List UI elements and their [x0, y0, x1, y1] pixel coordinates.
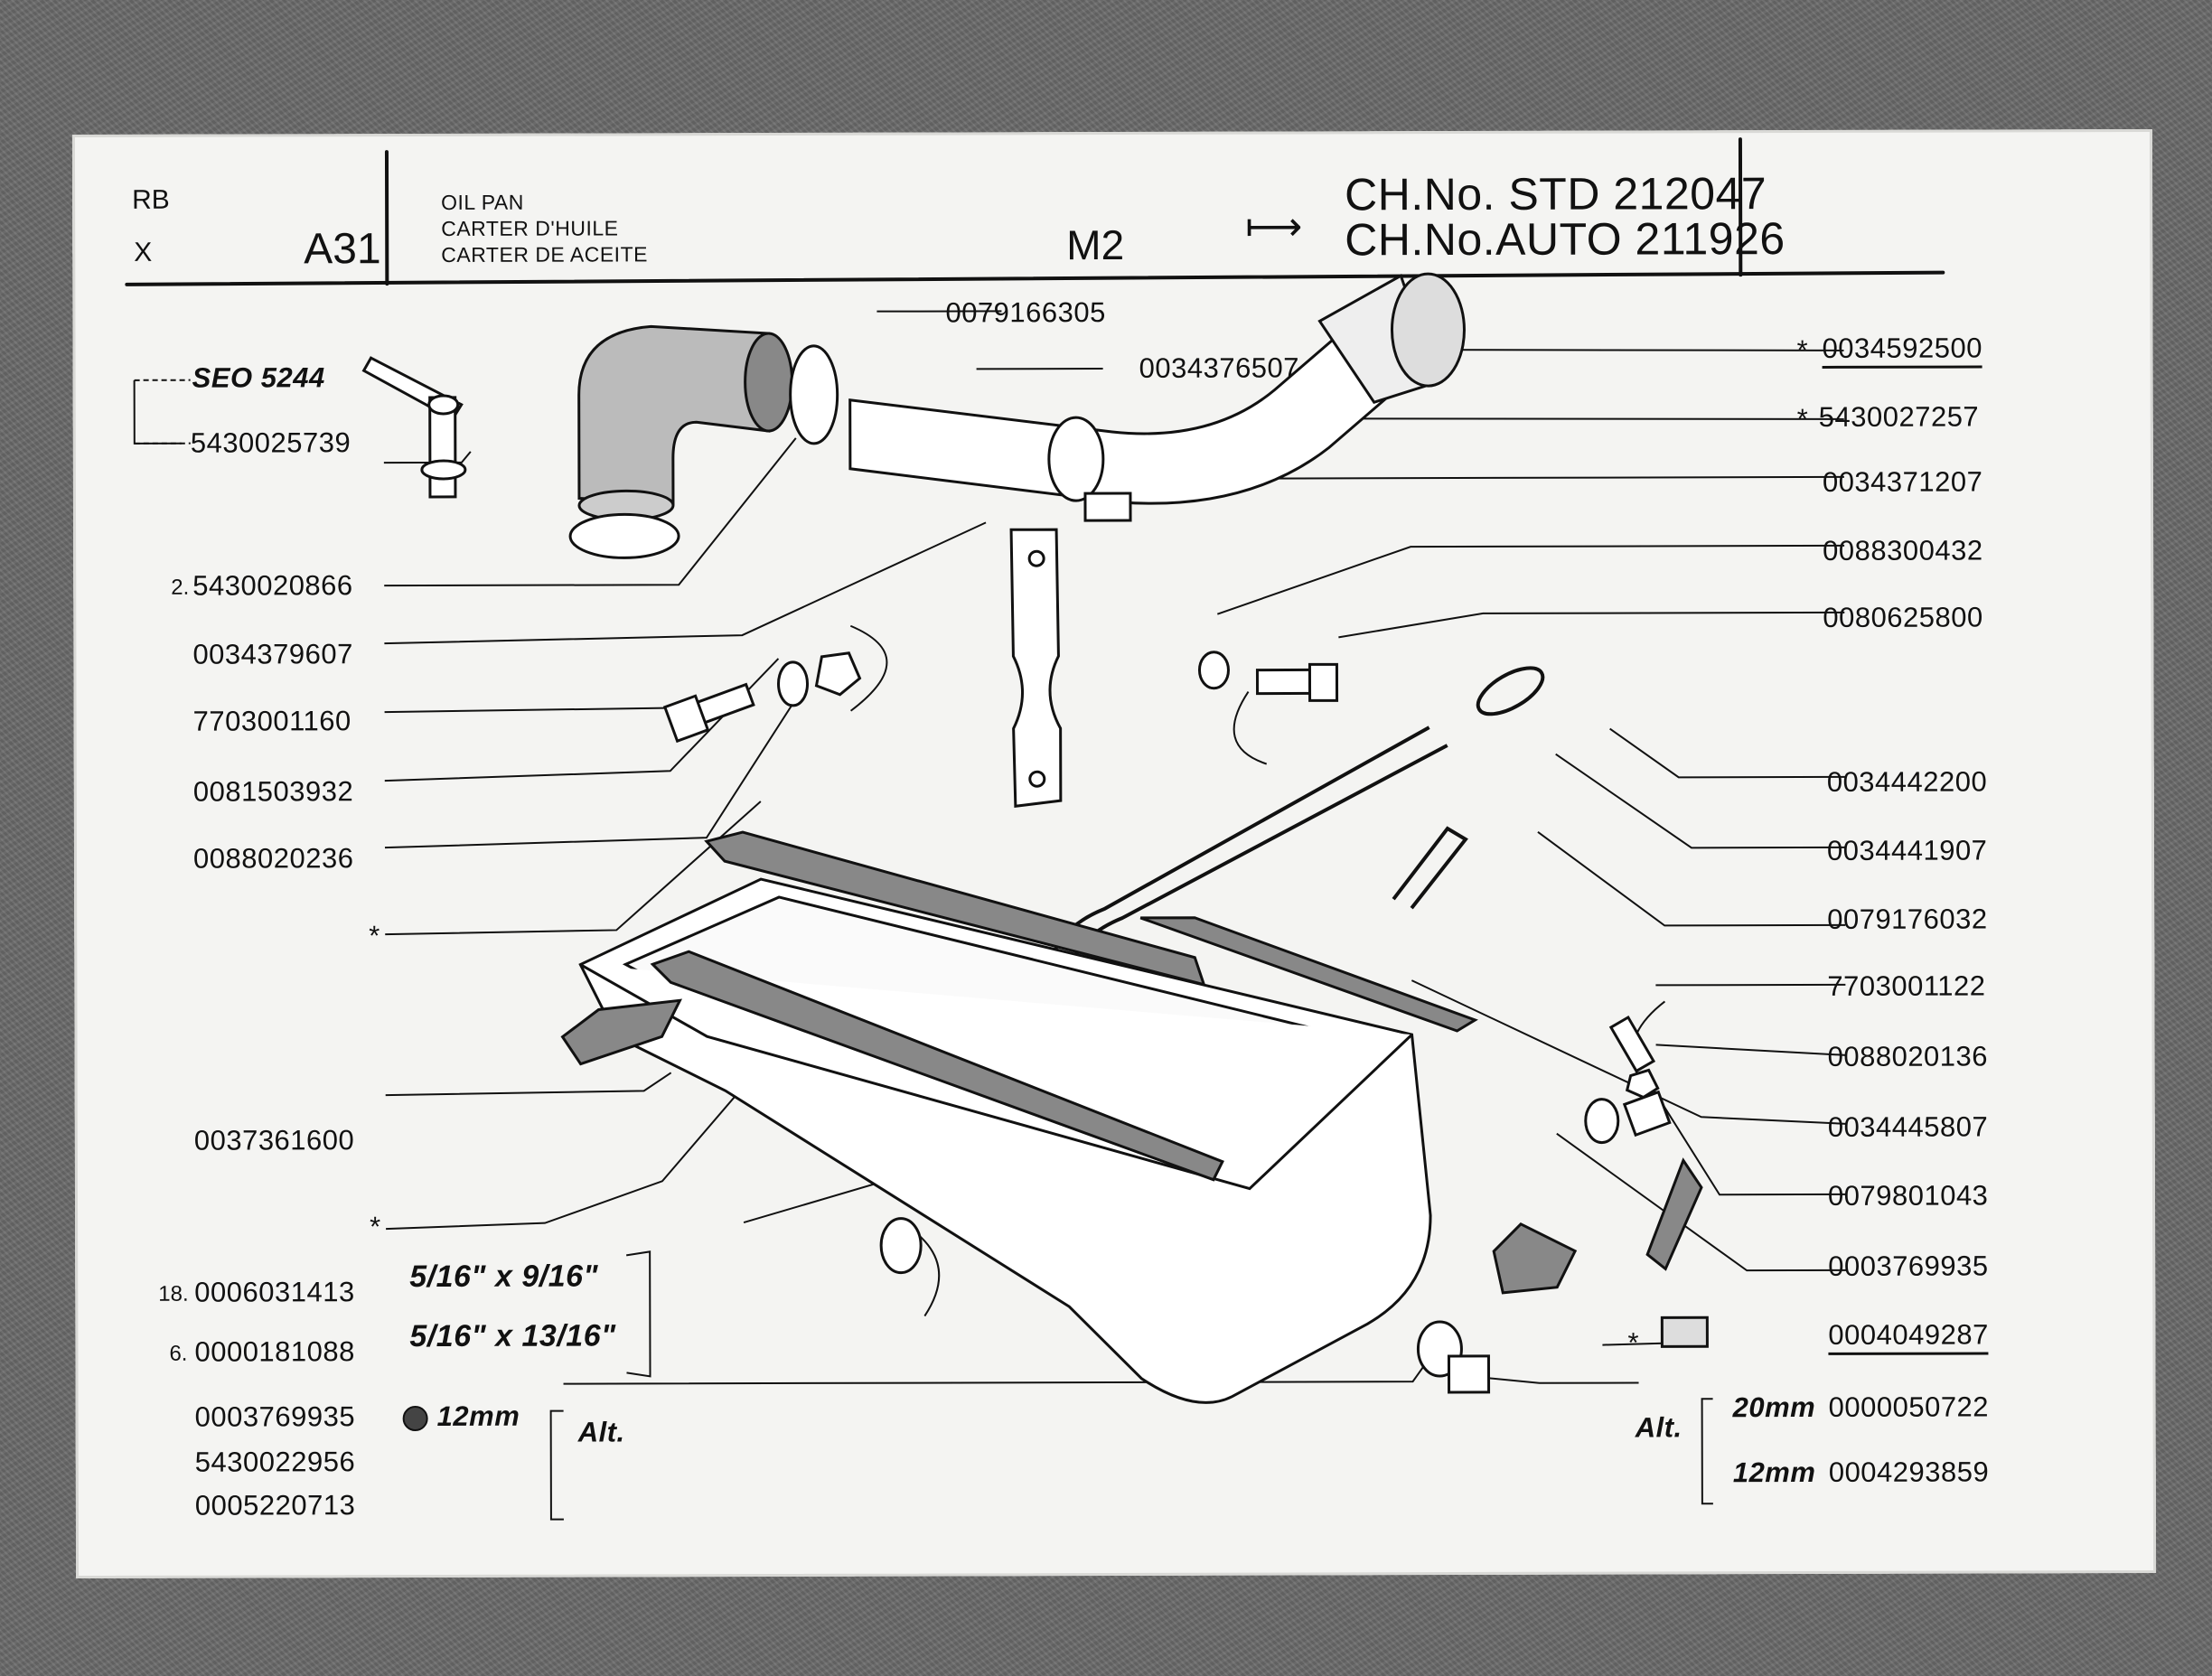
part-0034379607: 0034379607	[192, 638, 353, 670]
part-0034592500: 0034592500	[1822, 332, 1983, 369]
part-5430025739: 5430025739	[190, 426, 351, 459]
part-0006031413: 0006031413	[194, 1276, 355, 1308]
part-seo-5244: SEO 5244	[192, 361, 325, 394]
star-marker: *	[370, 1211, 381, 1243]
part-0005220713: 0005220713	[194, 1489, 356, 1522]
part-0088300432: 0088300432	[1823, 534, 1983, 566]
part-0003769935: 0003769935	[194, 1400, 356, 1433]
elbow-hose	[577, 324, 794, 521]
qty-6: 6.	[169, 1341, 188, 1366]
part-0079176032: 0079176032	[1827, 903, 1988, 935]
part-0034441907: 0034441907	[1826, 834, 1988, 866]
part-0079166305: 0079166305	[945, 296, 1106, 329]
part-0034371207: 0034371207	[1822, 465, 1983, 498]
breather-tube	[361, 356, 467, 499]
part-0003769935-right: 0003769935	[1828, 1250, 1989, 1282]
part-0034442200: 0034442200	[1826, 765, 1988, 798]
part-0004293859: 0004293859	[1828, 1456, 1990, 1488]
qty-2: 2.	[171, 575, 190, 600]
qty-18: 18.	[158, 1281, 189, 1306]
parts-diagram-card: RB X A31 OIL PAN CARTER D'HUILE CARTER D…	[71, 128, 2157, 1579]
size-12mm: 12mm	[436, 1400, 520, 1432]
size-12mm-right: 12mm	[1732, 1456, 1816, 1489]
part-0088020136: 0088020136	[1827, 1040, 1989, 1072]
size-20mm: 20mm	[1732, 1390, 1816, 1424]
part-0081503932: 0081503932	[192, 775, 354, 808]
part-5430027257: 5430027257	[1818, 400, 1980, 433]
star-marker: *	[1627, 1326, 1640, 1359]
part-7703001122: 7703001122	[1827, 969, 1986, 1002]
part-7703001160: 7703001160	[192, 705, 351, 737]
part-0037361600: 0037361600	[193, 1124, 355, 1156]
gaskets	[560, 830, 1703, 1295]
part-0000181088: 0000181088	[194, 1335, 355, 1368]
exploded-view-drawing	[125, 137, 1945, 1521]
part-0080625800: 0080625800	[1823, 601, 1983, 633]
size-5-16-x-9-16: 5/16" x 9/16"	[409, 1259, 599, 1295]
star-marker: *	[369, 920, 380, 952]
part-0079801043: 0079801043	[1827, 1179, 1989, 1212]
size-5-16-x-13-16: 5/16" x 13/16"	[409, 1318, 616, 1354]
part-5430022956: 5430022956	[194, 1446, 356, 1478]
part-0034376507: 0034376507	[1139, 351, 1300, 384]
filler-neck	[848, 272, 1466, 522]
hose-clamps	[568, 344, 839, 559]
part-0088020236: 0088020236	[192, 842, 354, 875]
washer-icon	[402, 1405, 428, 1432]
part-0004049287: 0004049287	[1828, 1318, 1989, 1355]
alt-label-right: Alt.	[1635, 1411, 1682, 1444]
bracket	[1009, 528, 1063, 808]
alt-label: Alt.	[577, 1416, 625, 1448]
part-5430020866: 5430020866	[192, 569, 353, 602]
star-marker: *	[1796, 402, 1809, 435]
star-marker: *	[1796, 333, 1809, 367]
part-0034445807: 0034445807	[1827, 1110, 1989, 1143]
part-0000050722: 0000050722	[1828, 1390, 1990, 1423]
fasteners	[662, 651, 1709, 1394]
